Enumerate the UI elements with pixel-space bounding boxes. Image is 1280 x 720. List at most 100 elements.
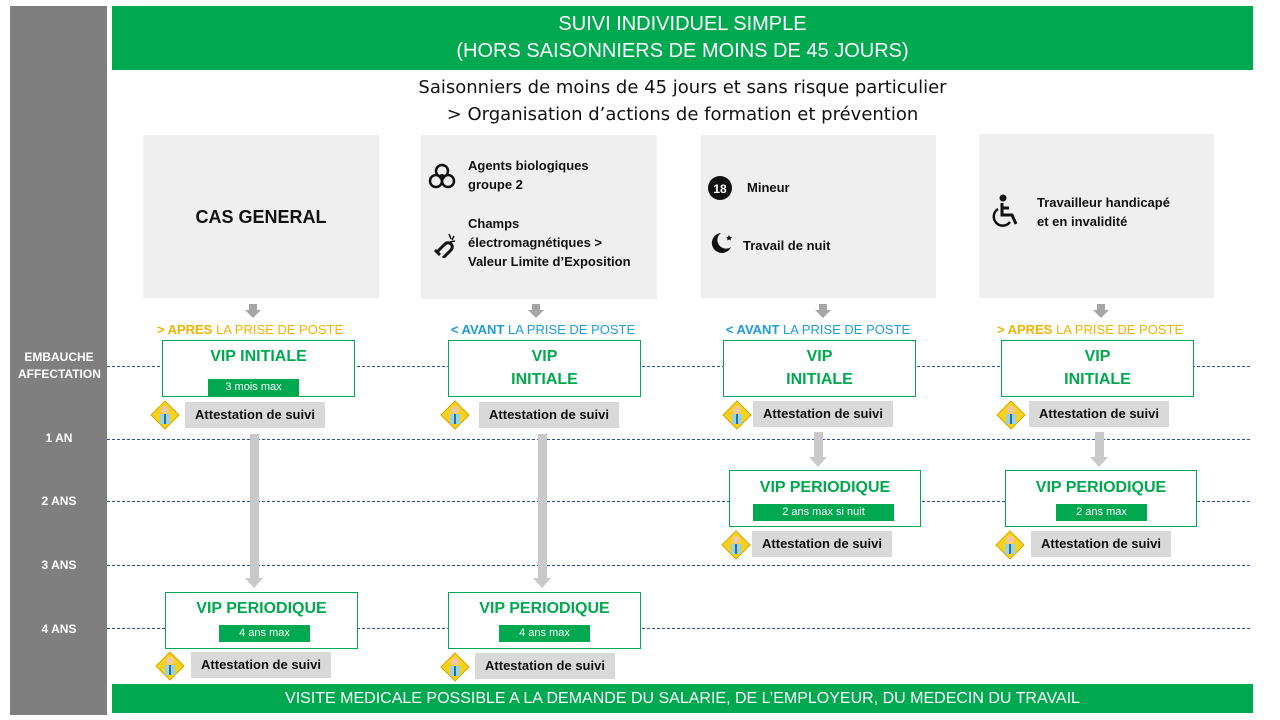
card-risques-particuliers: Agents biologiques groupe 2 Champs élect… [421,135,657,299]
timing-rest-col2: LA PRISE DE POSTE [504,322,636,337]
under-18-icon: 18 [708,176,732,200]
timing-note-col3: < AVANT LA PRISE DE POSTE [698,322,938,337]
timeline-label-embauche: EMBAUCHE AFFECTATION [18,349,101,383]
down-arrow-icon [528,304,544,318]
attestation-col3-a: Attestation de suivi [753,401,893,427]
vip-periodique-col3: VIP PERIODIQUE 2 ans max si nuit [729,470,921,527]
timeline-label-1-an: 1 AN [45,431,73,445]
timing-note-col2: < AVANT LA PRISE DE POSTE [423,322,663,337]
doctor-icon [150,400,180,430]
vip-initiale-line2-col4: INITIALE [1064,371,1131,388]
biohazard-icon [428,163,456,189]
down-arrow-icon [245,304,261,318]
magnet-icon [433,233,456,258]
timeline-line-3-ans [107,565,1250,566]
vip-initiale-col3: VIP INITIALE [723,340,916,397]
down-arrow-icon [815,304,831,318]
vip-periodique-col2: VIP PERIODIQUE 4 ans max [448,592,641,649]
vip-initiale-tag-col1: 3 mois max [208,379,299,396]
wheelchair-icon [992,194,1018,227]
attestation-col4-a: Attestation de suivi [1029,401,1169,427]
timeline-line-embauche [107,366,1250,367]
vip-initiale-col2: VIP INITIALE [448,340,641,397]
timeline-label-4-ans: 4 ANS [41,622,77,636]
card-item-mineur: Mineur [747,180,790,195]
vip-periodique-col4: VIP PERIODIQUE 2 ans max [1005,470,1197,527]
vip-initiale-line2-col3: INITIALE [786,371,853,388]
timing-rest-col1: LA PRISE DE POSTE [212,322,344,337]
title-line-1: SUIVI INDIVIDUEL SIMPLE [558,13,807,35]
attestation-col3-b: Attestation de suivi [752,531,892,557]
card-item-champs-em: Champs électromagnétiques > Valeur Limit… [468,214,631,271]
down-arrow-icon [1093,304,1109,318]
vip-initiale-col1: VIP INITIALE 3 mois max [162,340,355,397]
timeline-label-2-ans: 2 ANS [41,494,77,508]
timing-rest-col4: LA PRISE DE POSTE [1052,322,1184,337]
timeline-connector-col1 [250,434,259,579]
footer-banner: VISITE MEDICALE POSSIBLE A LA DEMANDE DU… [112,684,1253,713]
timeline-line-1-an [107,439,1250,440]
subtitle-line-1: Saisonniers de moins de 45 jours et sans… [418,77,947,98]
timing-note-col1: > APRES LA PRISE DE POSTE [130,322,370,337]
timeline-connector-col2 [538,434,547,579]
vip-initiale-line2-col2: INITIALE [511,371,578,388]
arrow-head-col1 [245,578,263,588]
timeline-connector-col3 [814,432,823,458]
attestation-col4-b: Attestation de suivi [1031,531,1171,557]
vip-periodique-label-col1: VIP PERIODIQUE [196,600,327,617]
attestation-col2-b: Attestation de suivi [475,653,615,679]
card-item-agents-biologiques-line1: Agents biologiques [468,158,589,173]
vip-periodique-label-col4: VIP PERIODIQUE [1035,479,1167,496]
moon-icon [711,233,732,253]
attestation-col1-b: Attestation de suivi [191,652,331,678]
vip-initiale-col4: VIP INITIALE [1001,340,1194,397]
card-mineur-nuit: 18 Mineur Travail de nuit [701,135,936,298]
vip-initiale-line1-col2: VIP [531,348,558,365]
card-item-travailleur-handicape-line2: et en invalidité [1037,214,1128,229]
card-item-travail-nuit: Travail de nuit [743,238,831,253]
attestation-col1-a: Attestation de suivi [185,402,325,428]
vip-periodique-tag-col1: 4 ans max [219,625,310,642]
vip-periodique-tag-col4: 2 ans max [1056,504,1147,521]
doctor-icon [995,530,1025,560]
timeline-label-3-ans: 3 ANS [41,558,77,572]
vip-periodique-tag-col2: 4 ans max [499,625,590,642]
doctor-icon [440,400,470,430]
card-cas-general: CAS GENERAL [143,135,379,298]
card-item-champs-em-line2: électromagnétiques > [468,235,603,250]
doctor-icon [440,652,470,682]
timing-prefix-col4: > APRES [996,322,1053,337]
under-18-icon-text: 18 [713,182,727,196]
arrow-head-col3 [809,457,827,467]
doctor-icon [722,400,752,430]
card-label-cas-general: CAS GENERAL [195,207,327,227]
doctor-icon [155,651,185,681]
timeline-connector-col4 [1095,432,1104,458]
card-item-travailleur-handicape: Travailleur handicapé et en invalidité [1037,193,1170,231]
timeline-bar [10,6,107,715]
card-item-champs-em-line3: Valeur Limite d’Exposition [468,254,631,269]
timeline-label-embauche-line1: EMBAUCHE [24,350,94,364]
timeline-line-4-ans [107,628,1250,629]
arrow-head-col2 [533,578,551,588]
card-item-travailleur-handicape-line1: Travailleur handicapé [1037,195,1170,210]
card-item-agents-biologiques: Agents biologiques groupe 2 [468,156,589,194]
vip-initiale-line1-col3: VIP [806,348,833,365]
vip-periodique-col1: VIP PERIODIQUE 4 ans max [165,592,358,649]
subtitle-line-2: > Organisation d’actions de formation et… [446,104,919,125]
timing-note-col4: > APRES LA PRISE DE POSTE [970,322,1210,337]
arrow-head-col4 [1090,457,1108,467]
title-banner: SUIVI INDIVIDUEL SIMPLE (HORS SAISONNIER… [112,6,1253,70]
card-item-champs-em-line1: Champs [468,216,520,231]
doctor-icon [721,530,751,560]
title-line-2: (HORS SAISONNIERS DE MOINS DE 45 JOURS) [456,40,909,62]
vip-initiale-label-col1: VIP INITIALE [210,348,307,365]
timing-prefix-col1: > APRES [156,322,213,337]
timeline-line-2-ans [107,501,1250,502]
vip-initiale-line1-col4: VIP [1084,348,1111,365]
card-travailleur-handicape: Travailleur handicapé et en invalidité [979,134,1214,298]
timing-prefix-col3: < AVANT [725,322,780,337]
timeline-label-embauche-line2: AFFECTATION [18,367,101,381]
card-item-agents-biologiques-line2: groupe 2 [468,177,523,192]
vip-periodique-label-col3: VIP PERIODIQUE [759,479,891,496]
